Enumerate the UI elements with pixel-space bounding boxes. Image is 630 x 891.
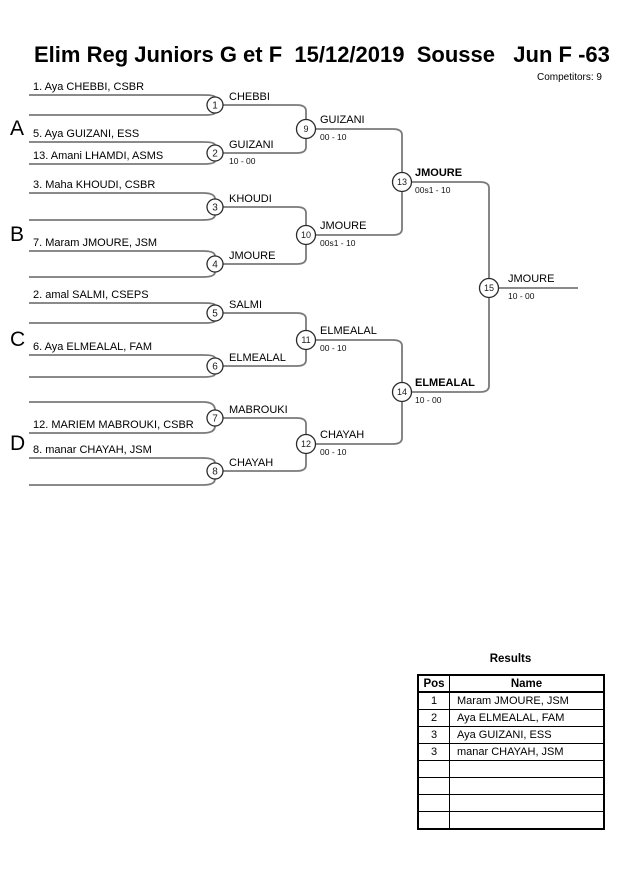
match-7-circle	[206, 409, 224, 427]
match-9-score: 00 - 10	[320, 132, 347, 142]
seed-12-mabrouki: 12. MARIEM MABROUKI, CSBR	[33, 419, 194, 431]
match-8-number: 8	[212, 467, 218, 478]
match-12-number: 12	[301, 439, 311, 449]
result-pos: 1	[417, 691, 450, 710]
match-12-circle	[295, 433, 317, 455]
match-1-winner: CHEBBI	[229, 91, 270, 103]
match-5-number: 5	[212, 309, 218, 320]
match-11-winner: ELMEALAL	[320, 325, 377, 337]
match-9-winner: GUIZANI	[320, 114, 365, 126]
match-3-circle	[206, 198, 224, 216]
seed-7-jmoure: 7. Maram JMOURE, JSM	[33, 237, 158, 249]
result-name	[449, 811, 605, 830]
result-pos	[417, 777, 450, 795]
match-6-circle	[206, 357, 224, 375]
match-10-winner: JMOURE	[320, 220, 367, 232]
result-row-4: 3 manar CHAYAH, JSM	[417, 743, 605, 761]
match-13-winner: JMOURE	[415, 167, 463, 179]
seed-3-khoudi: 3. Maha KHOUDI, CSBR	[33, 179, 156, 191]
seed-8-chayah: 8. manar CHAYAH, JSM	[33, 444, 152, 456]
match-15-number: 15	[484, 283, 494, 293]
match-8-circle	[206, 462, 224, 480]
result-pos	[417, 811, 450, 830]
match-9-circle	[295, 118, 317, 140]
result-name: Aya GUIZANI, ESS	[449, 726, 605, 744]
match-4-winner: JMOURE	[229, 250, 276, 262]
result-name: manar CHAYAH, JSM	[449, 743, 605, 761]
result-row-8	[417, 811, 605, 830]
match-12-winner: CHAYAH	[320, 429, 365, 441]
section-label-d: D	[10, 432, 26, 455]
result-row-6	[417, 777, 605, 795]
results-table: Pos Name 1 Maram JMOURE, JSM 2 Aya ELMEA…	[417, 674, 605, 830]
result-pos	[417, 794, 450, 812]
result-row-5	[417, 760, 605, 778]
match-13-score: 00s1 - 10	[415, 185, 451, 195]
match-15-winner: JMOURE	[508, 273, 555, 285]
match-6-winner: ELMEALAL	[229, 352, 286, 364]
page-title: Elim Reg Juniors G et F 15/12/2019 Souss…	[34, 42, 610, 67]
match-3-number: 3	[212, 203, 218, 214]
match-13-circle	[391, 171, 413, 193]
result-row-7	[417, 794, 605, 812]
match-7-number: 7	[212, 414, 218, 425]
match-nodes: 1 2 3 4 5 6 7 8 9 10 11 12 13 14 15	[206, 96, 500, 480]
match-14-winner: ELMEALAL	[415, 377, 475, 389]
match-4-circle	[206, 255, 224, 273]
result-name: Maram JMOURE, JSM	[449, 691, 605, 710]
match-12-score: 00 - 10	[320, 447, 347, 457]
result-row-3: 3 Aya GUIZANI, ESS	[417, 726, 605, 744]
match-14-number: 14	[397, 387, 407, 397]
match-10-number: 10	[301, 230, 311, 240]
seed-1-chebbi: 1. Aya CHEBBI, CSBR	[33, 81, 145, 93]
match-3-winner: KHOUDI	[229, 193, 272, 205]
result-pos: 3	[417, 726, 450, 744]
results-title: Results	[489, 653, 532, 665]
match-5-circle	[206, 304, 224, 322]
result-pos: 2	[417, 709, 450, 727]
match-2-circle	[206, 144, 224, 162]
match-4-number: 4	[212, 260, 218, 271]
results-header-name: Name	[449, 674, 605, 693]
match-10-score: 00s1 - 10	[320, 238, 356, 248]
match-6-number: 6	[212, 362, 218, 373]
match-15-circle	[478, 277, 500, 299]
match-14-circle	[391, 381, 413, 403]
results-header-row: Pos Name	[417, 674, 605, 693]
seed-6-elmealal: 6. Aya ELMEALAL, FAM	[33, 341, 153, 353]
section-label-b: B	[10, 223, 25, 246]
section-label-a: A	[10, 117, 25, 140]
match-15-score: 10 - 00	[508, 291, 535, 301]
result-row-2: 2 Aya ELMEALAL, FAM	[417, 709, 605, 727]
match-7-winner: MABROUKI	[229, 404, 288, 416]
match-1-circle	[206, 96, 224, 114]
match-5-winner: SALMI	[229, 299, 263, 311]
result-name	[449, 794, 605, 812]
match-11-score: 00 - 10	[320, 343, 347, 353]
bracket-diagram: 1 2 3 4 5 6 7 8 9 10 11 12 13 14 15	[29, 94, 578, 486]
match-8-winner: CHAYAH	[229, 457, 274, 469]
match-11-circle	[295, 329, 317, 351]
result-name	[449, 777, 605, 795]
seed-5-guizani: 5. Aya GUIZANI, ESS	[33, 128, 140, 140]
section-label-c: C	[10, 328, 26, 351]
seed-2-salmi: 2. amal SALMI, CSEPS	[33, 289, 149, 301]
result-pos	[417, 760, 450, 778]
match-11-number: 11	[301, 335, 310, 345]
result-name: Aya ELMEALAL, FAM	[449, 709, 605, 727]
match-2-number: 2	[212, 149, 218, 160]
results-header-pos: Pos	[417, 674, 450, 693]
match-1-number: 1	[212, 101, 218, 112]
match-2-score: 10 - 00	[229, 156, 256, 166]
match-10-circle	[295, 224, 317, 246]
result-name	[449, 760, 605, 778]
match-13-number: 13	[397, 177, 407, 187]
match-14-score: 10 - 00	[415, 395, 442, 405]
result-pos: 3	[417, 743, 450, 761]
competitors-count: Competitors: 9	[536, 72, 602, 83]
result-row-1: 1 Maram JMOURE, JSM	[417, 691, 605, 710]
match-2-winner: GUIZANI	[229, 139, 274, 151]
seed-13-lhamdi: 13. Amani LHAMDI, ASMS	[33, 150, 164, 162]
match-9-number: 9	[303, 124, 308, 134]
